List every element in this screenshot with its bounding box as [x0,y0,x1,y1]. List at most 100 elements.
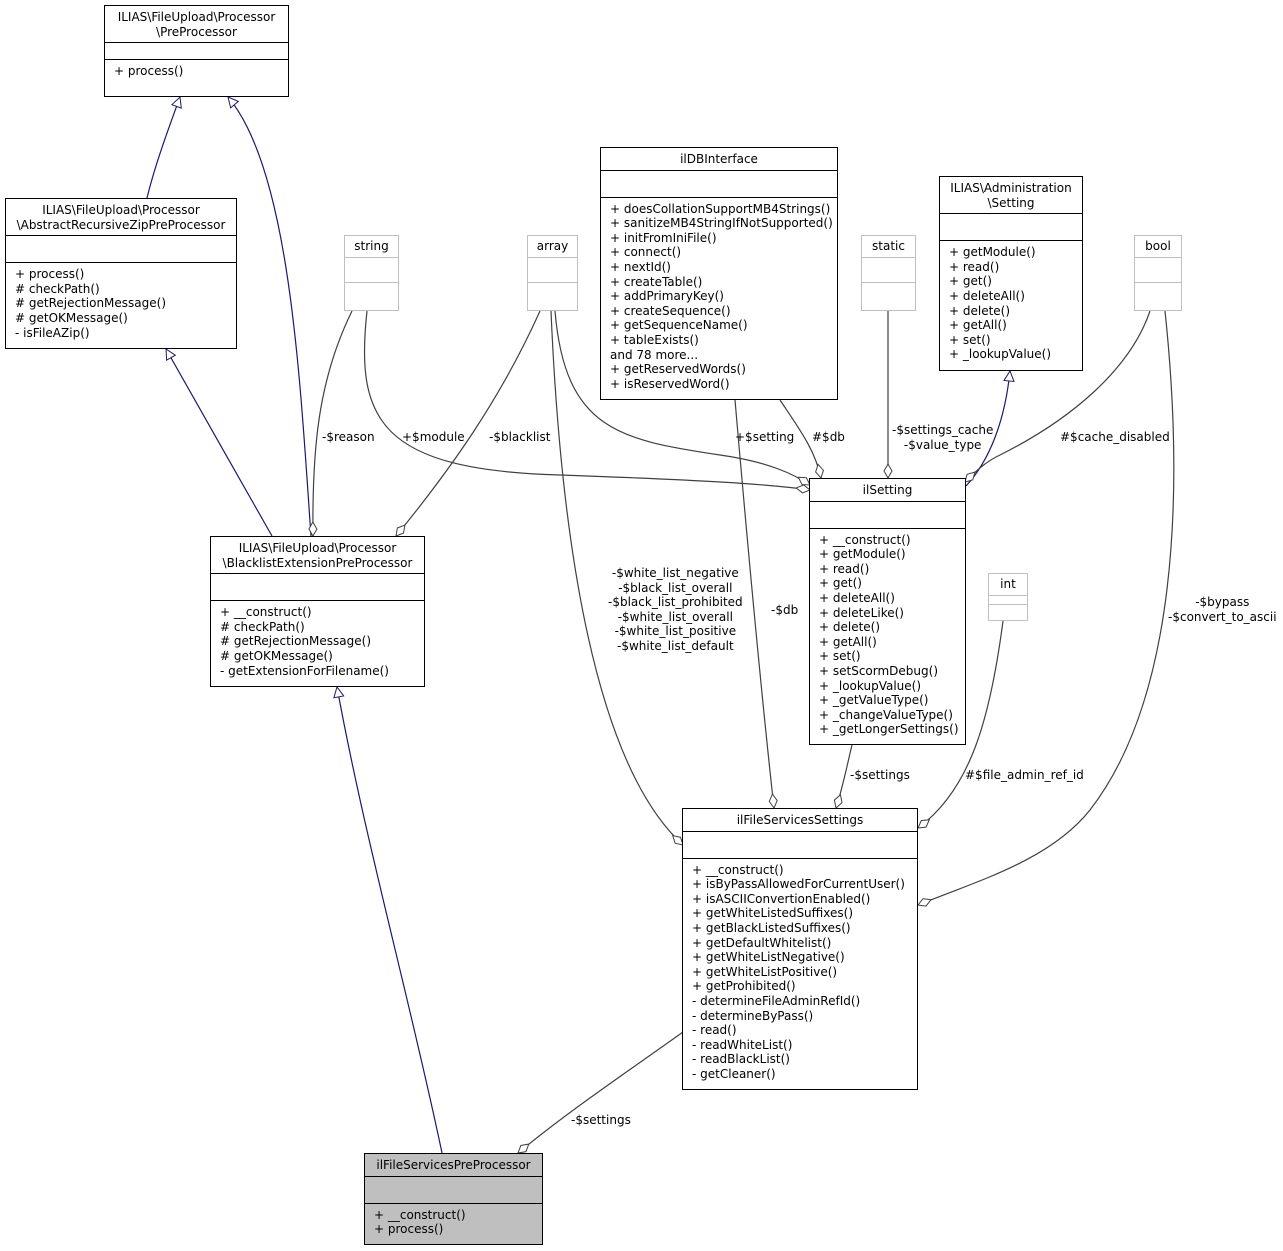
edge-string-reason [308,310,353,538]
label-db: #$db [812,430,845,444]
class-operation: + connect() [610,245,682,260]
class-operation: - read() [692,1023,737,1038]
class-operation: - readWhiteList() [692,1037,793,1052]
class-operation: # getRejectionMessage() [220,634,372,649]
label-settings-cache: -$settings_cache -$value_type [892,423,994,452]
class-operation: + __construct() [692,862,784,877]
class-attributes [365,1177,542,1204]
class-operation: + getReservedWords() [610,362,746,377]
type-title: int [989,574,1027,596]
edge-string-module [363,310,811,494]
class-ilfileservicespreprocessor[interactable]: ilFileServicesPreProcessor + __construct… [364,1153,543,1245]
class-title: ILIAS\FileUpload\Processor \BlacklistExt… [211,537,424,575]
edge-filepre-to-blacklist [337,687,443,1154]
type-title: array [528,236,577,258]
class-operation: + addPrimaryKey() [610,289,724,304]
class-operation: + getWhiteListNegative() [692,950,845,965]
class-title: ILIAS\Administration \Setting [940,177,1082,215]
class-operation: + deleteAll() [949,288,1025,303]
edge-bool-cache-disabled [964,310,1151,483]
type-attributes [345,258,398,283]
class-operation: + get() [949,274,992,289]
class-operation: - getExtensionForFilename() [220,663,389,678]
class-operation: + read() [819,561,870,576]
edge-int-file-admin [917,620,1004,829]
class-operation: + getModule() [819,547,906,562]
class-operation: + getAll() [949,318,1007,333]
class-operation: + _lookupValue() [949,347,1052,362]
class-abstract-recursive-zip-preprocessor[interactable]: ILIAS\FileUpload\Processor \AbstractRecu… [5,198,237,349]
class-operation: + deleteLike() [819,605,904,620]
edge-ilsetting-settings [833,744,853,809]
class-operation: + getProhibited() [692,979,796,994]
class-operations: + __construct()+ process() [365,1204,542,1240]
class-operations: + getModule()+ read()+ get()+ deleteAll(… [940,241,1082,365]
class-operation: + sanitizeMB4StringIfNotSupported() [610,216,833,231]
class-operations: + __construct()# checkPath()# getRejecti… [211,601,424,681]
class-operation: + createSequence() [610,303,731,318]
class-operation: and 78 more... [610,347,699,362]
class-operations: + __construct()+ isByPassAllowedForCurre… [683,859,917,1085]
edge-array-module [554,310,811,486]
class-operation: + getWhiteListedSuffixes() [692,906,853,921]
type-attributes [528,258,577,283]
class-operation: - readBlackList() [692,1052,790,1067]
class-ilsetting[interactable]: ilSetting + __construct()+ getModule()+ … [809,478,966,745]
class-administration-setting[interactable]: ILIAS\Administration \Setting + getModul… [939,176,1083,371]
type-array[interactable]: array [527,235,578,311]
class-operation: + isASCIIConvertionEnabled() [692,891,871,906]
label-settings: -$settings [850,768,910,782]
class-title: ilFileServicesPreProcessor [365,1154,542,1177]
class-operations: + process()# checkPath()# getRejectionMe… [6,263,236,343]
type-title: string [345,236,398,258]
type-static[interactable]: static [861,235,916,311]
type-int[interactable]: int [988,573,1028,621]
class-operation: + getSequenceName() [610,318,748,333]
class-attributes [211,574,424,602]
type-bool[interactable]: bool [1134,235,1182,311]
label-bypass: -$bypass -$convert_to_ascii [1168,595,1277,624]
type-title: bool [1135,236,1181,258]
edge-array-blacklist [395,310,541,537]
label-settings-pre: -$settings [571,1113,631,1127]
class-operation: + getAll() [819,634,877,649]
class-operation: # checkPath() [15,281,100,296]
class-operation: + createTable() [610,274,703,289]
class-operations: + process() [105,60,288,82]
class-operation: + isReservedWord() [610,376,730,391]
class-operation: + _getValueType() [819,693,929,708]
class-operation: # getRejectionMessage() [15,296,167,311]
label-cache-disabled: #$cache_disabled [1060,430,1170,444]
class-blacklist-extension-preprocessor[interactable]: ILIAS\FileUpload\Processor \BlacklistExt… [210,536,425,687]
class-ilfileservicessettings[interactable]: ilFileServicesSettings + __construct()+ … [682,808,918,1090]
label-module: +$module [402,430,465,444]
class-title: ilDBInterface [601,148,837,171]
class-operation: # getOKMessage() [15,310,128,325]
edge-filesettings-settings [517,1031,684,1154]
label-blacklist: -$blacklist [489,430,551,444]
class-attributes [940,214,1082,242]
class-operation: - determineFileAdminRefId() [692,993,861,1008]
edge-bool-bypass [917,310,1175,907]
class-operation: + deleteAll() [819,590,895,605]
class-operation: + set() [819,649,861,664]
class-operation: + _changeValueType() [819,707,953,722]
edge-blacklist-to-preprocessor [228,97,312,537]
class-operation: + setScormDebug() [819,663,939,678]
label-reason: -$reason [322,430,375,444]
class-preprocessor[interactable]: ILIAS\FileUpload\Processor \PreProcessor… [104,5,289,97]
class-operation: - isFileAZip() [15,325,90,340]
class-operation: # getOKMessage() [220,648,333,663]
class-operation: + process() [114,64,184,79]
class-ildbinterface[interactable]: ilDBInterface + doesCollationSupportMB4S… [600,147,838,400]
class-attributes [810,502,965,529]
class-operation: + process() [374,1222,444,1237]
class-operation: + getWhiteListPositive() [692,964,838,979]
edge-blacklist-to-abstract [166,349,273,537]
type-string[interactable]: string [344,235,399,311]
type-attributes [989,596,1027,605]
class-operations: + doesCollationSupportMB4Strings()+ sani… [601,198,837,395]
class-operation: - getCleaner() [692,1066,776,1081]
class-attributes [601,171,837,198]
